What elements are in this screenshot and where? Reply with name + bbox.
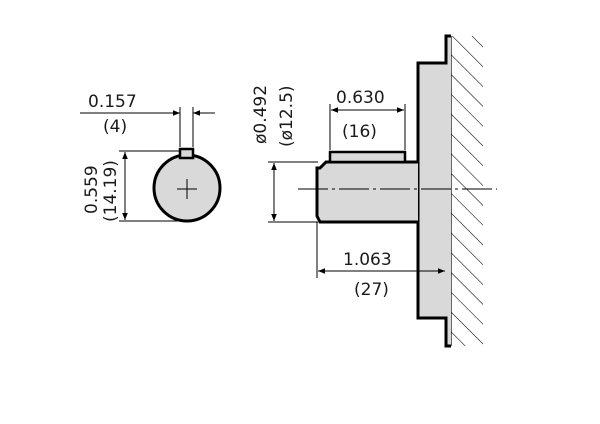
shaft-diameter-dimension: ø0.492 (ø12.5) bbox=[251, 85, 318, 223]
key-length-dimension: 0.630 (16) bbox=[329, 88, 406, 150]
key-height-dimension: 0.559 (14.19) bbox=[82, 150, 186, 222]
mounting-wall-hatch bbox=[451, 36, 483, 346]
shaft-diameter-inch: ø0.492 bbox=[251, 85, 271, 144]
keyway-width-dimension: 0.157 (4) bbox=[80, 92, 215, 147]
key-height-mm: (14.19) bbox=[101, 160, 121, 222]
key-length-mm: (16) bbox=[342, 122, 377, 142]
shaft-length-mm: (27) bbox=[354, 280, 389, 300]
keyway-width-inch: 0.157 bbox=[88, 92, 137, 112]
shaft-diameter-mm: (ø12.5) bbox=[277, 85, 297, 147]
key bbox=[328, 150, 407, 164]
shaft-body bbox=[315, 160, 418, 224]
shaft-length-inch: 1.063 bbox=[343, 250, 392, 270]
keyway-width-mm: (4) bbox=[103, 117, 127, 137]
key-length-inch: 0.630 bbox=[336, 88, 385, 108]
shaft-end-view bbox=[152, 147, 222, 223]
shaft-side-view bbox=[298, 34, 497, 348]
shaft-length-dimension: 1.063 (27) bbox=[316, 222, 445, 300]
keyway-notch bbox=[178, 147, 195, 160]
key-height-inch: 0.559 bbox=[82, 165, 102, 214]
flange-body bbox=[416, 34, 451, 348]
